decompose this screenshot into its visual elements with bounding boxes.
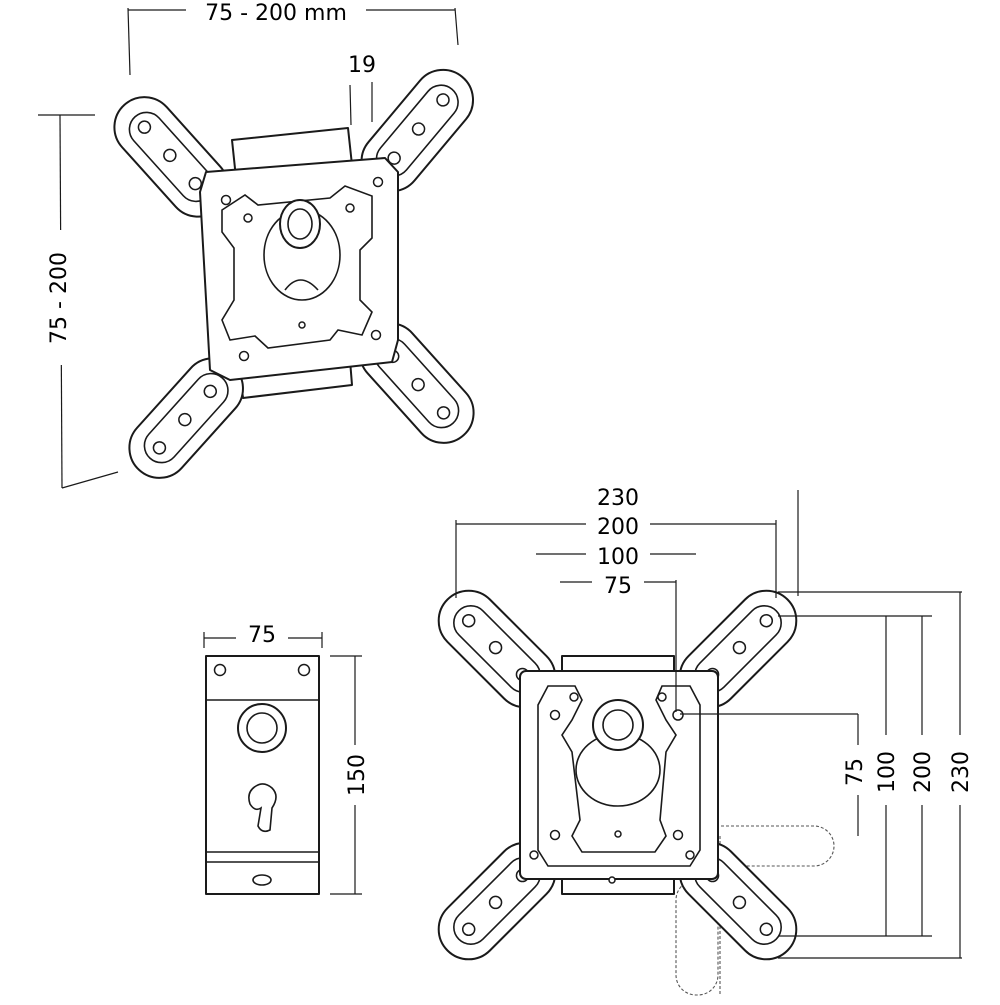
plate-inner-recess (221, 185, 373, 349)
front-pivot-collar (592, 699, 644, 751)
tilted-width-label: 75 - 200 mm (205, 1, 347, 26)
plate-center-hole (237, 703, 287, 753)
front-plate-recess (537, 685, 701, 867)
tilted-depth-label: 19 (348, 53, 376, 78)
wall-plate-view: 75 150 (203, 620, 370, 895)
front-v-75-label: 75 (843, 758, 868, 786)
front-h-100-label: 100 (597, 545, 639, 570)
front-mount-view: 230 200 100 75 75 100 200 230 (425, 482, 975, 996)
tilted-mount-view: 75 - 200 mm 75 - 200 19 (38, 0, 487, 492)
front-h-75-label: 75 (604, 574, 632, 599)
mount-plate (199, 157, 399, 381)
pivot-collar (279, 199, 321, 249)
wall-plate (205, 655, 320, 895)
plate-height-label: 150 (345, 754, 370, 796)
front-v-200-label: 200 (911, 751, 936, 793)
keyhole-slot (248, 783, 277, 833)
front-h-230-label: 230 (597, 486, 639, 511)
tilted-height-label: 75 - 200 (47, 252, 72, 344)
front-pivot-hole (672, 709, 684, 721)
front-v-100-label: 100 (875, 751, 900, 793)
plate-width-label: 75 (248, 623, 276, 648)
tilted-depth-dimension-line (349, 84, 352, 126)
front-h-200-label: 200 (597, 515, 639, 540)
front-v-230-label: 230 (949, 751, 974, 793)
